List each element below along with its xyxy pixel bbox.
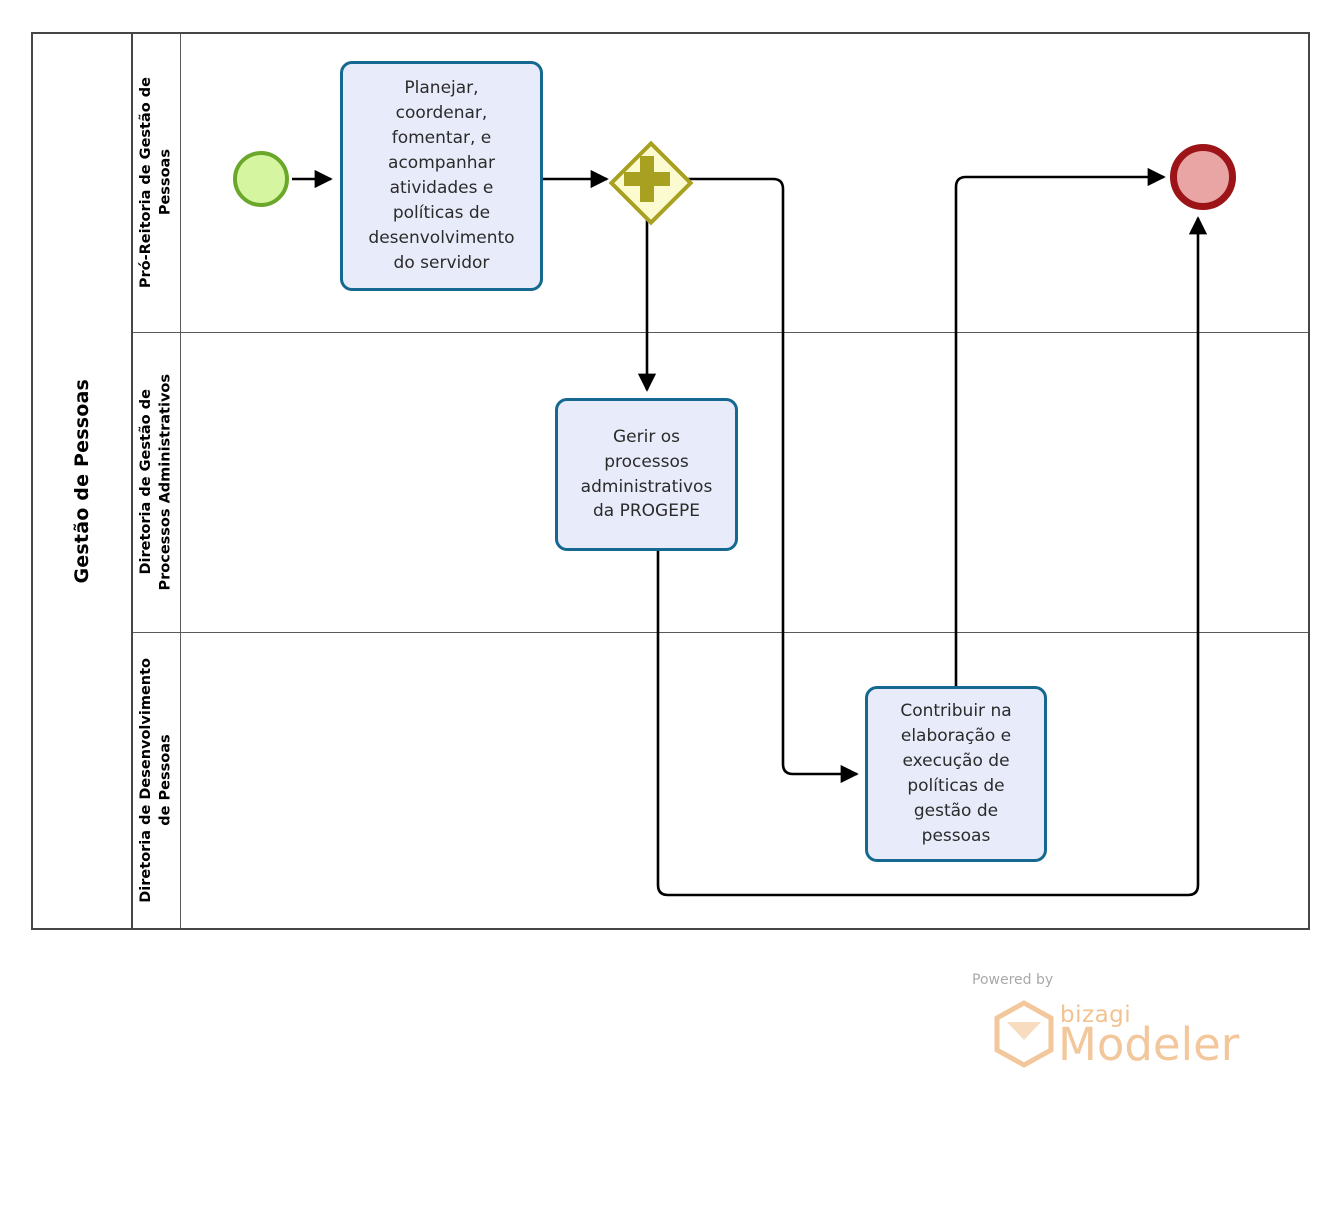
lane-pro-reitoria[interactable]: Pró-Reitoria de Gestão de Pessoas — [133, 34, 1308, 332]
task-contribuir-elaboracao[interactable]: Contribuir na elaboração e execução de p… — [865, 686, 1047, 862]
task-gerir-processos[interactable]: Gerir os processos administrativos da PR… — [555, 398, 738, 551]
lane-header-diretoria-desenvolvimento: Diretoria de Desenvolvimento de Pessoas — [133, 632, 181, 928]
watermark-product: Modeler — [1058, 1018, 1240, 1071]
watermark-brand: bizagi — [1060, 1002, 1132, 1028]
lane-header-diretoria-processos: Diretoria de Gestão de Processos Adminis… — [133, 332, 181, 632]
plus-icon-vertical — [640, 156, 654, 202]
lane-divider-2 — [133, 632, 1308, 633]
lane-diretoria-processos[interactable]: Diretoria de Gestão de Processos Adminis… — [133, 332, 1308, 632]
parallel-gateway[interactable] — [607, 139, 694, 226]
lane-label-pro-reitoria: Pró-Reitoria de Gestão de Pessoas — [137, 77, 174, 289]
lane-label-diretoria-desenvolvimento: Diretoria de Desenvolvimento de Pessoas — [137, 657, 174, 903]
hexagon-logo-icon — [994, 1000, 1054, 1068]
pool-header: Gestão de Pessoas — [33, 34, 133, 928]
lane-label-diretoria-processos: Diretoria de Gestão de Processos Adminis… — [137, 373, 174, 591]
watermark-powered-by: Powered by — [972, 972, 1054, 988]
bizagi-watermark: Powered by bizagi Modeler — [968, 972, 1258, 1072]
lane-header-pro-reitoria: Pró-Reitoria de Gestão de Pessoas — [133, 34, 181, 332]
pool-title: Gestão de Pessoas — [71, 378, 93, 584]
end-event[interactable] — [1170, 144, 1236, 210]
lane-divider-1 — [133, 332, 1308, 333]
start-event[interactable] — [233, 151, 289, 207]
lane-diretoria-desenvolvimento[interactable]: Diretoria de Desenvolvimento de Pessoas — [133, 632, 1308, 928]
task-planejar-coordenar[interactable]: Planejar, coordenar, fomentar, e acompan… — [340, 61, 543, 291]
